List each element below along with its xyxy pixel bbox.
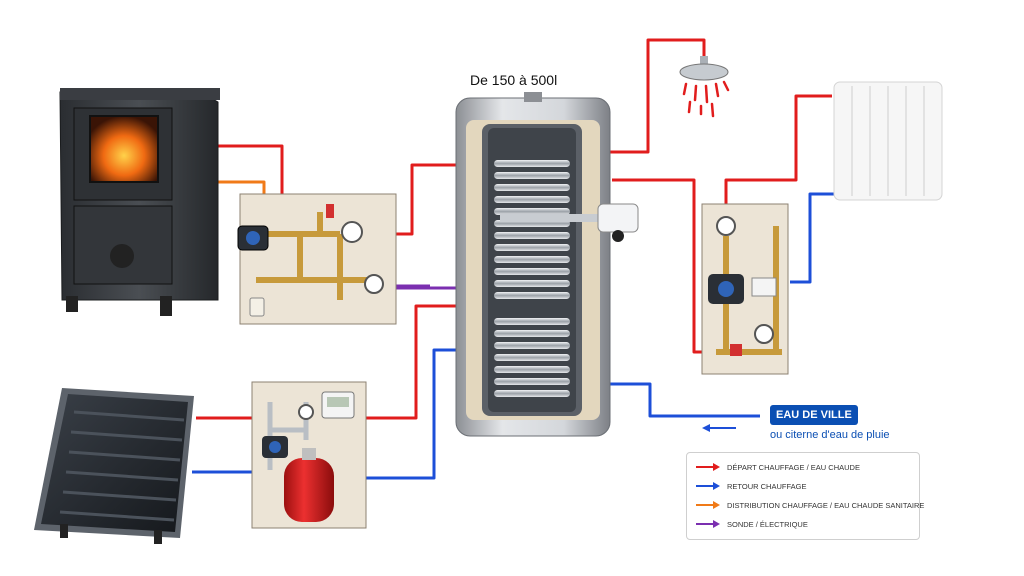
legend-label: DISTRIBUTION CHAUFFAGE / EAU CHAUDE SANI… bbox=[727, 500, 925, 510]
heating-gauge bbox=[754, 324, 774, 344]
heating-thermometer bbox=[716, 216, 736, 236]
stove-fire-window bbox=[89, 115, 159, 183]
storage-tank bbox=[455, 92, 639, 437]
legend-item-heating-return: RETOUR CHAUFFAGE bbox=[695, 478, 806, 494]
boiler-gauge bbox=[364, 274, 384, 294]
tank-capacity-label: De 150 à 500l bbox=[470, 72, 558, 88]
legend-item-sensor: SONDE / ÉLECTRIQUE bbox=[695, 516, 808, 532]
flow-arrow bbox=[702, 424, 736, 432]
legend-item-distribution: DISTRIBUTION CHAUFFAGE / EAU CHAUDE SANI… bbox=[695, 497, 924, 513]
solar-pump-group bbox=[251, 381, 367, 529]
legend-arrow-icon bbox=[696, 501, 720, 509]
city-water-inlet-pipe bbox=[598, 382, 760, 418]
legend-arrow-icon bbox=[696, 482, 720, 490]
legend-arrow-icon bbox=[696, 520, 720, 528]
solar-panel bbox=[34, 388, 194, 544]
boiler-thermometer bbox=[341, 221, 363, 243]
radiator bbox=[833, 81, 943, 201]
tank-to-shower-pipe bbox=[598, 38, 706, 154]
electric-heater-element bbox=[597, 203, 639, 233]
solar-group-to-tank-hot bbox=[366, 304, 460, 420]
rainwater-subtitle: ou citerne d'eau de pluie bbox=[770, 429, 890, 441]
legend-label: RETOUR CHAUFFAGE bbox=[727, 481, 807, 491]
legend: DÉPART CHAUFFAGE / EAU CHAUDE RETOUR CHA… bbox=[686, 452, 924, 540]
legend-arrow-icon bbox=[696, 463, 720, 471]
solar-group-to-tank-cold bbox=[366, 348, 460, 480]
expansion-vessel bbox=[284, 458, 334, 522]
tank-coils bbox=[494, 160, 570, 397]
shower-spray bbox=[682, 80, 730, 118]
stove-hot-pipe bbox=[218, 144, 284, 200]
legend-label: SONDE / ÉLECTRIQUE bbox=[727, 519, 808, 529]
legend-label: DÉPART CHAUFFAGE / EAU CHAUDE bbox=[727, 462, 860, 472]
city-water-badge: EAU DE VILLE bbox=[770, 405, 858, 425]
heating-pump-group bbox=[701, 203, 789, 375]
shower-head bbox=[679, 56, 730, 118]
wood-stove bbox=[59, 88, 220, 316]
boiler-pump-group bbox=[237, 193, 397, 325]
legend-item-hot-supply: DÉPART CHAUFFAGE / EAU CHAUDE bbox=[695, 459, 860, 475]
heating-group-to-radiator-hot bbox=[724, 94, 832, 212]
radiator-return-pipe bbox=[790, 192, 840, 284]
